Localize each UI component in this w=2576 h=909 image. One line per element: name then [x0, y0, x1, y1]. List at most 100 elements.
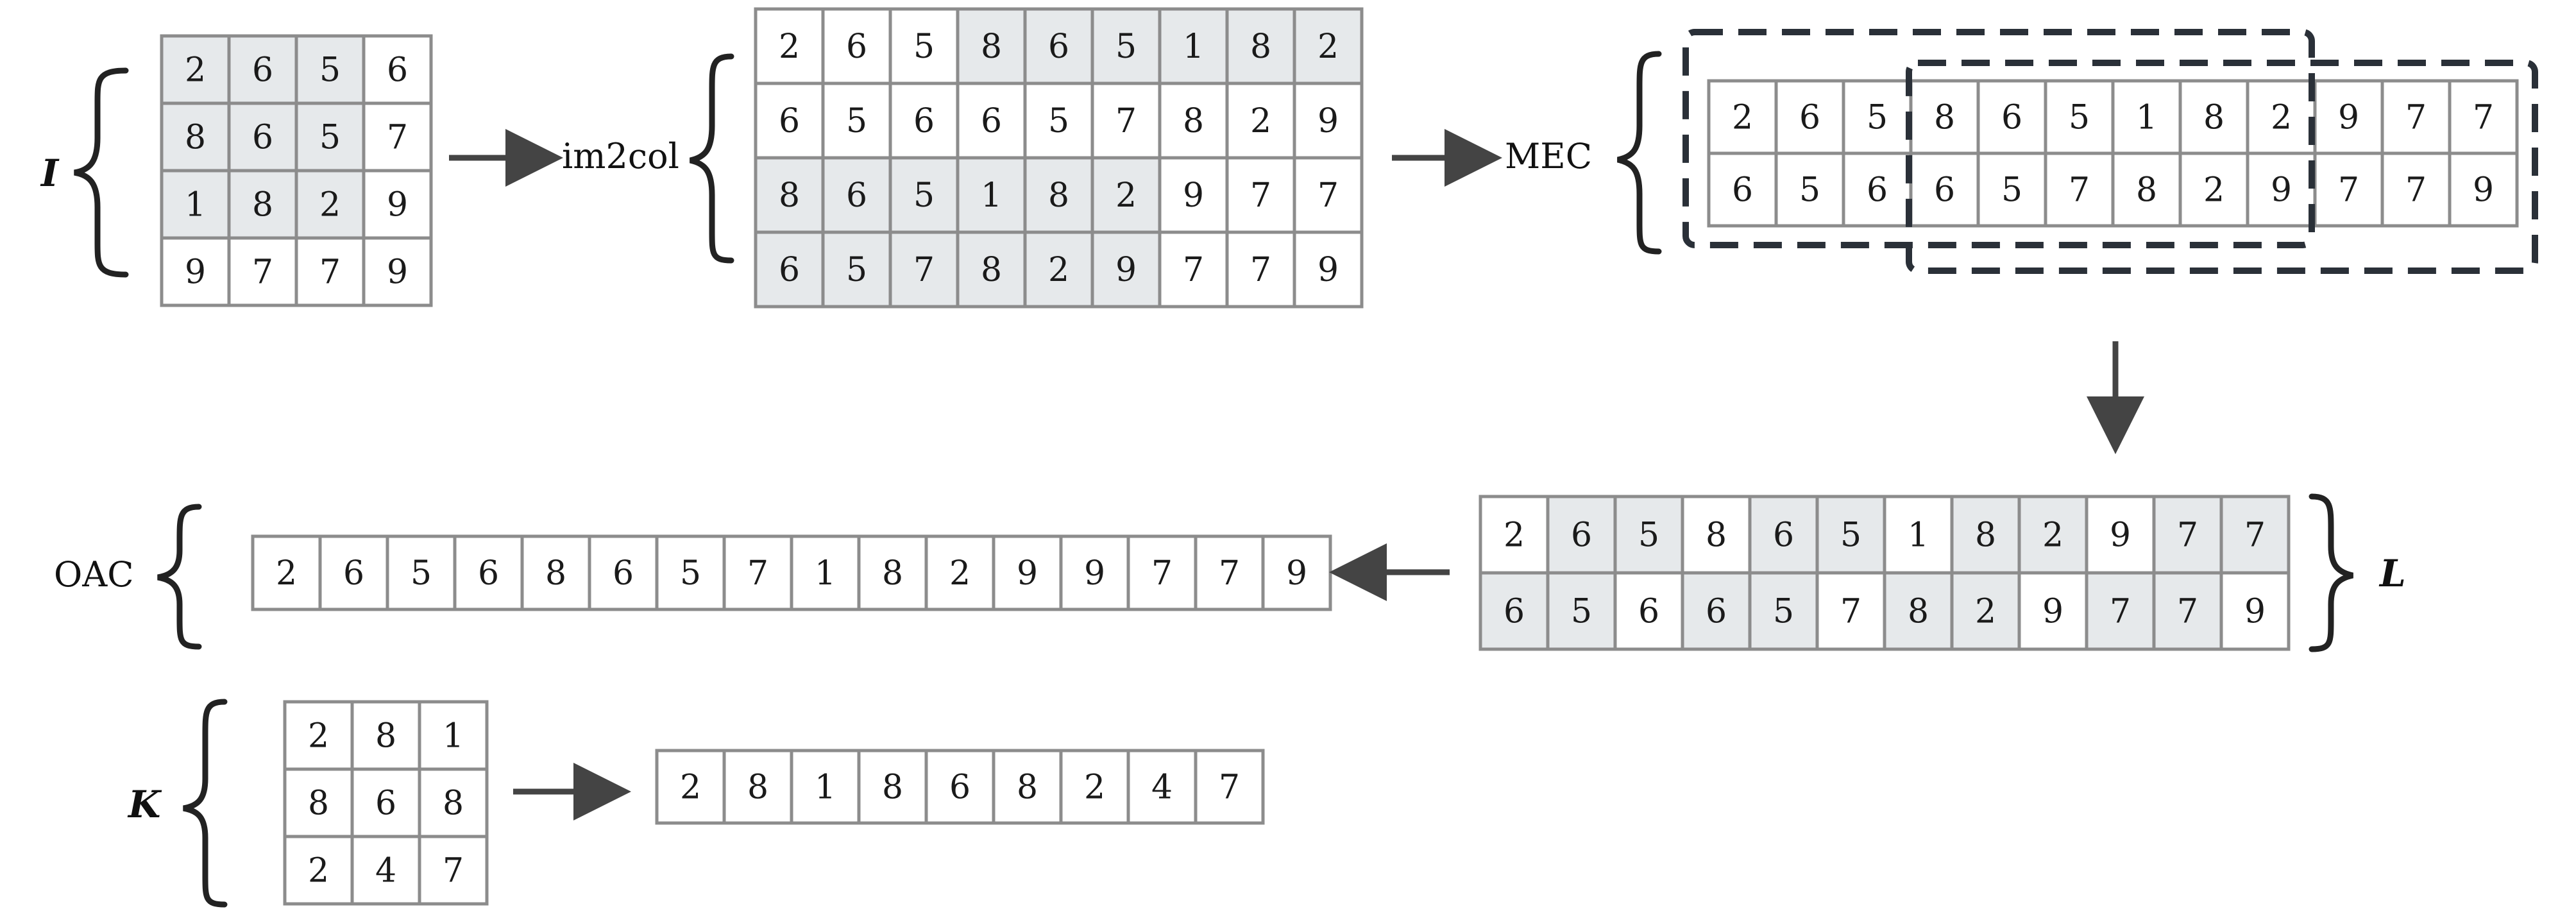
matrix-cell-value: 8 [185, 119, 206, 157]
matrix-cell-value: 6 [1638, 593, 1659, 631]
matrix-cell [1909, 79, 1980, 155]
label-MEC: MEC [1505, 136, 1592, 176]
matrix-cell-value: 9 [1318, 251, 1339, 289]
matrix-cell-value: 7 [2069, 171, 2090, 210]
matrix-cell-value: 5 [1048, 102, 1069, 140]
matrix-cell-value: 1 [185, 186, 206, 225]
matrix-cell-value: 1 [2136, 99, 2157, 137]
matrix-cell-value: 5 [2069, 99, 2090, 137]
matrix-cell-value: 2 [1084, 769, 1105, 807]
matrix-cell [418, 835, 489, 906]
matrix-cell [924, 534, 996, 611]
matrix-cell [1023, 230, 1094, 309]
matrix-cell [283, 767, 354, 838]
matrix-cell-value: 8 [882, 554, 903, 593]
matrix-cell-value: 2 [680, 769, 701, 807]
matrix-cell-value: 2 [1975, 593, 1996, 631]
matrix-cell-value: 9 [387, 186, 408, 225]
matrix-cell-value: 7 [1183, 251, 1204, 289]
matrix-cell [1158, 230, 1229, 309]
matrix-cell [956, 7, 1027, 85]
matrix-cell [722, 749, 793, 825]
matrix-cell-value: 6 [913, 102, 935, 140]
matrix-cell-value: 6 [981, 102, 1002, 140]
matrix-cell-value: 2 [949, 554, 970, 593]
matrix-cell-value: 5 [913, 28, 935, 66]
matrix-cell [1613, 495, 1684, 575]
matrix-cell-value: 9 [1017, 554, 1038, 593]
matrix-cell [1194, 749, 1265, 825]
matrix-cell [956, 81, 1027, 160]
matrix-cell [1842, 79, 1913, 155]
matrix-cell [1681, 571, 1752, 651]
matrix-cell-value: 7 [1250, 176, 1271, 215]
matrix-cell [790, 534, 861, 611]
matrix-cell-value: 9 [1084, 554, 1105, 593]
matrix-cell [2219, 571, 2291, 651]
matrix-cell-value: 5 [1773, 593, 1794, 631]
matrix-cell-value: 5 [319, 51, 341, 90]
matrix-cell-value: 6 [1867, 171, 1888, 210]
mec-window-dashed-box-2 [1906, 60, 2538, 274]
matrix-cell-value: 8 [981, 251, 1002, 289]
matrix-cell-value: 7 [2405, 99, 2427, 137]
matrix-cell [362, 169, 433, 240]
matrix-cell [1950, 571, 2021, 651]
brace-im2col [689, 53, 734, 264]
label-OAC: OAC [54, 554, 134, 595]
matrix-cell [1613, 571, 1684, 651]
matrix-cell-value: 1 [1908, 516, 1929, 555]
brace-MEC [1616, 51, 1662, 255]
matrix-cell-value: 5 [1638, 516, 1659, 555]
matrix-cell-value: 5 [913, 176, 935, 215]
matrix-cell-value: 8 [1183, 102, 1204, 140]
matrix-cell-value: 5 [319, 119, 341, 157]
matrix-cell [1194, 534, 1265, 611]
matrix-cell [2017, 571, 2089, 651]
matrix-cell-value: 8 [375, 717, 396, 756]
matrix-cell [2152, 571, 2223, 651]
matrix-cell-value: 2 [1732, 99, 1753, 137]
matrix-cell [362, 34, 433, 105]
matrix-cell-value: 2 [1048, 251, 1069, 289]
matrix-cell-value: 9 [1183, 176, 1204, 215]
matrix-cell-value: 7 [2405, 171, 2427, 210]
matrix-cell-value: 8 [2203, 99, 2224, 137]
matrix-cell [160, 236, 231, 307]
matrix-cell-value: 9 [2110, 516, 2131, 555]
matrix-cell-value: 7 [2110, 593, 2131, 631]
matrix-cell [2313, 151, 2384, 228]
brace-K [183, 699, 228, 908]
matrix-cell-value: 5 [1115, 28, 1137, 66]
matrix-cell [1261, 534, 1332, 611]
matrix-cell-value: 8 [545, 554, 566, 593]
matrix-cell-value: 7 [747, 554, 768, 593]
matrix-cell-value: 9 [2042, 593, 2063, 631]
matrix-cell-value: 7 [1219, 769, 1240, 807]
matrix-cell [1842, 151, 1913, 228]
matrix-cell-value: 8 [1908, 593, 1929, 631]
matrix-cell [857, 534, 928, 611]
matrix-cell-value: 4 [1151, 769, 1173, 807]
matrix-cell-value: 6 [375, 785, 396, 823]
matrix-cell-value: 8 [981, 28, 1002, 66]
matrix-cell-value: 2 [2271, 99, 2292, 137]
matrix-cell [283, 835, 354, 906]
matrix-cell-value: 8 [252, 186, 273, 225]
matrix-cell-value: 7 [1250, 251, 1271, 289]
matrix-cell-value: 2 [1250, 102, 1271, 140]
matrix-cell [888, 230, 960, 309]
matrix-cell-value: 6 [779, 251, 800, 289]
matrix-cell [722, 534, 793, 611]
matrix-cell [821, 81, 892, 160]
matrix-cell [350, 767, 421, 838]
matrix-cell [655, 749, 726, 825]
matrix-cell-value: 9 [1115, 251, 1137, 289]
matrix-cell [790, 749, 861, 825]
matrix-cell-value: 6 [846, 176, 867, 215]
label-I: I [40, 151, 60, 195]
matrix-cell [2178, 151, 2250, 228]
matrix-cell [2219, 495, 2291, 575]
matrix-cell-value: 2 [308, 717, 329, 756]
matrix-cell [2152, 495, 2223, 575]
